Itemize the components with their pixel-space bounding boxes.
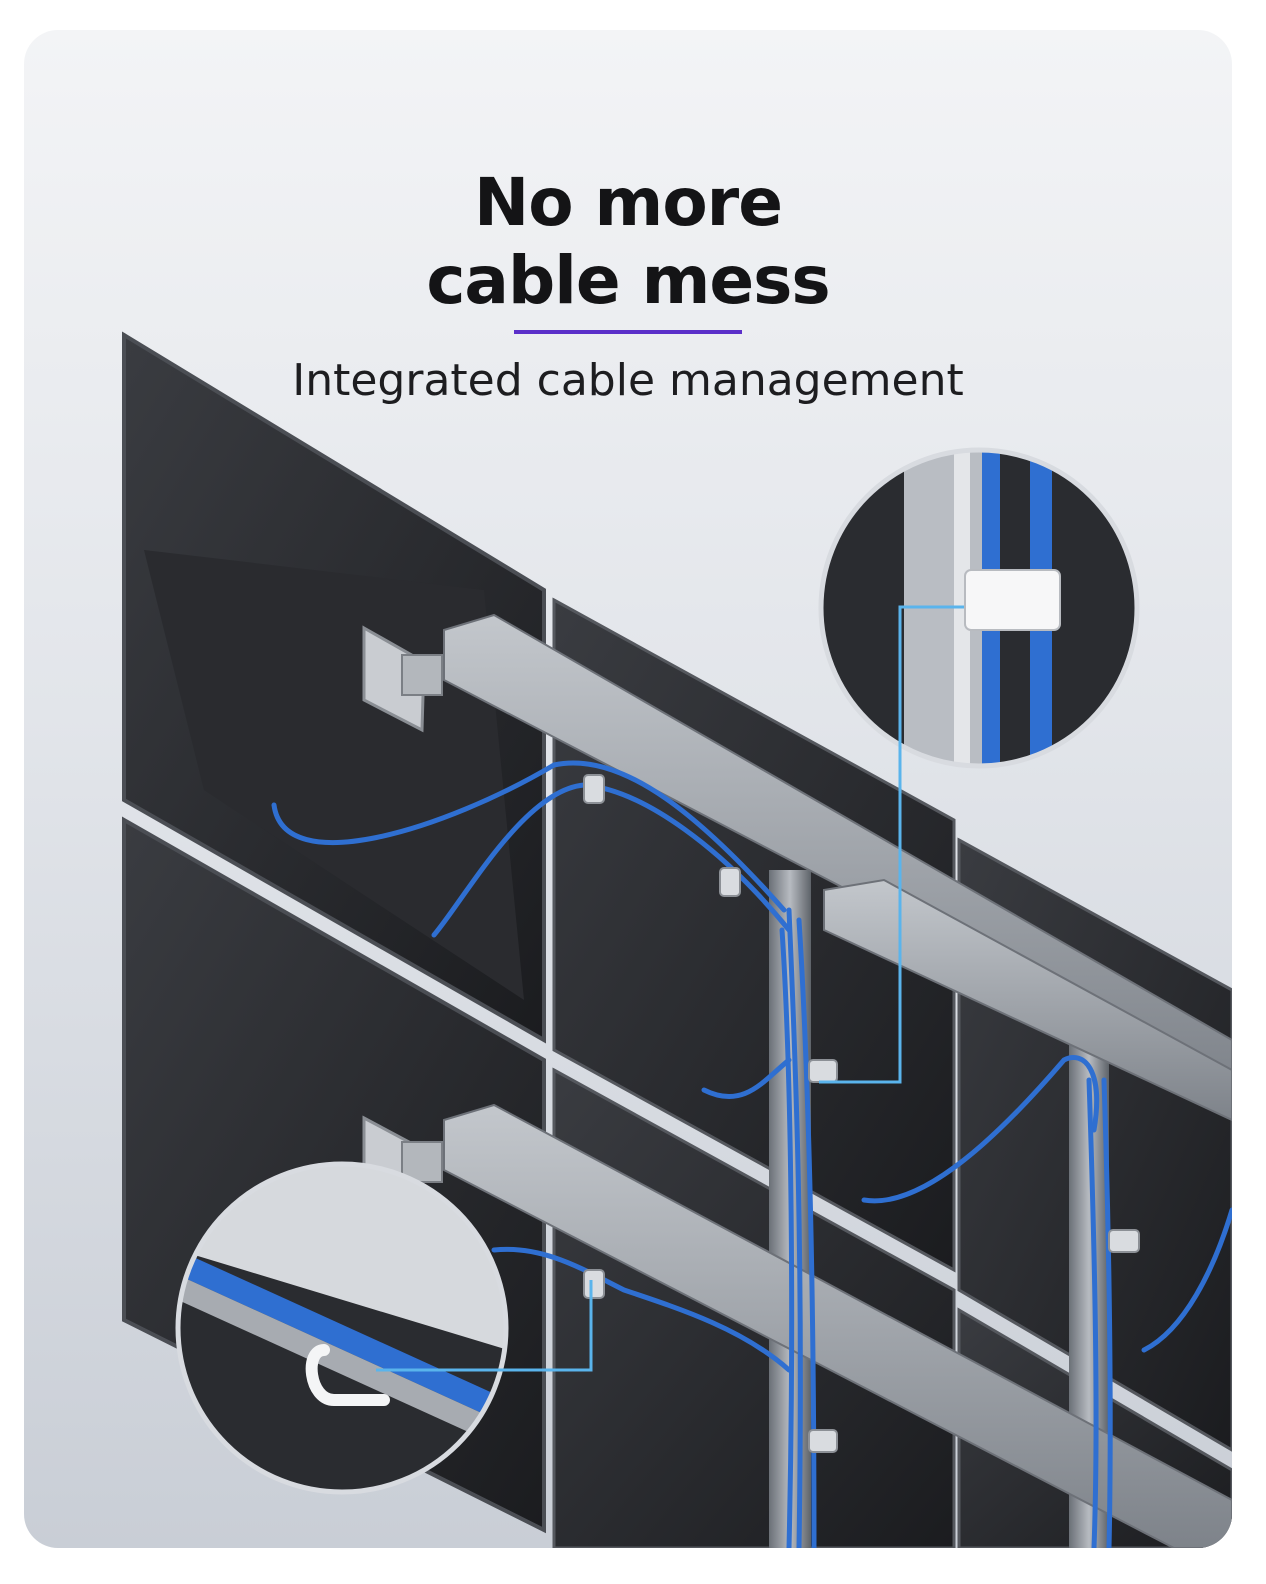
- monitor-wall-illustration: [122, 331, 1232, 1548]
- headline-line-1: No more: [474, 164, 783, 241]
- vesa-mount-top: [362, 625, 443, 733]
- accent-divider: [514, 330, 742, 334]
- cable-clips: [583, 774, 1140, 1453]
- arm-middle: [823, 878, 1232, 1122]
- product-card: No more cable mess Integrated cable mana…: [24, 30, 1232, 1548]
- headline-line-2: cable mess: [426, 242, 830, 319]
- callout-line-top: [819, 605, 964, 1084]
- magnifier-callout-bottom: [175, 1161, 509, 1495]
- arm-bottom: [443, 1103, 1232, 1548]
- magnifier-callout-top: [818, 447, 1140, 769]
- subtitle: Integrated cable management: [292, 355, 964, 406]
- callout-line-bottom: [376, 1280, 593, 1372]
